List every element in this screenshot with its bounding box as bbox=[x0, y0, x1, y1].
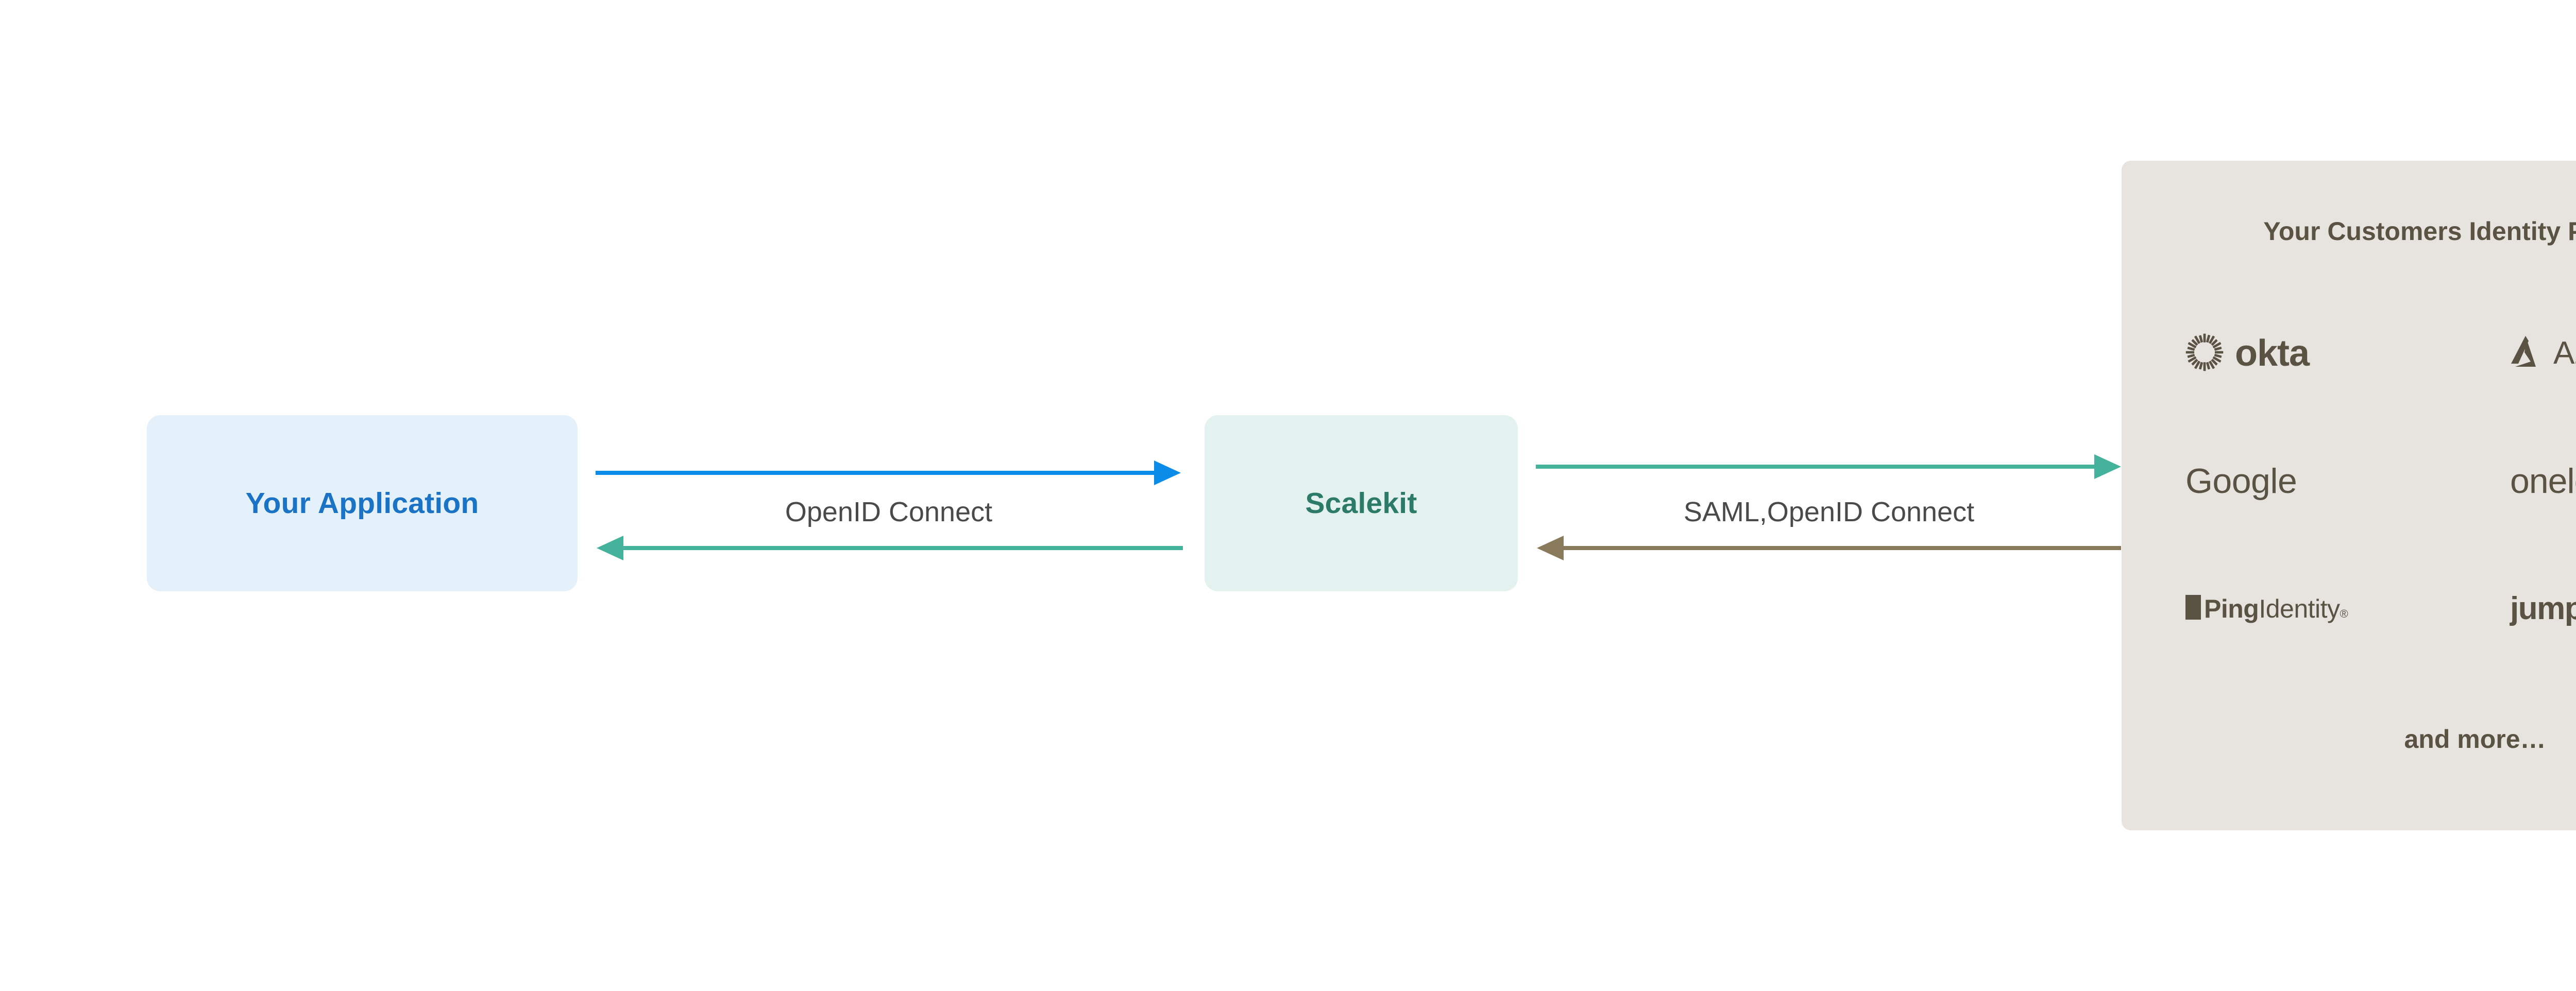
node-scalekit: Scalekit bbox=[1205, 415, 1518, 591]
provider-okta: okta bbox=[2150, 333, 2475, 374]
provider-jumpcloud-wordmark: jumpcloud™ bbox=[2510, 593, 2576, 625]
provider-azure-wordmark: Azure bbox=[2553, 335, 2576, 371]
flow-application-scalekit-label: OpenID Connect bbox=[785, 497, 993, 527]
azure-triangle-icon bbox=[2510, 335, 2542, 372]
provider-pingidentity-wordmark-bold: Ping bbox=[2204, 594, 2259, 623]
provider-onelogin-wordmark: onelogin bbox=[2510, 462, 2576, 501]
provider-jumpcloud-wordmark-text: jumpcloud bbox=[2510, 591, 2576, 626]
provider-google: Google bbox=[2150, 464, 2475, 499]
provider-pingidentity-wordmark-light: Identity bbox=[2259, 594, 2340, 623]
identity-providers-footer: and more… bbox=[2404, 725, 2546, 754]
flow-scalekit-identity-providers bbox=[1533, 447, 2125, 572]
identity-providers-panel: Your Customers Identity Providers bbox=[2122, 161, 2576, 830]
arrow-openid-connect-inbound bbox=[597, 536, 1183, 560]
provider-azure: Azure bbox=[2475, 335, 2576, 372]
flow-scalekit-identity-providers-label: SAML,OpenID Connect bbox=[1683, 497, 1975, 527]
provider-pingidentity-registered-mark: ® bbox=[2340, 607, 2348, 620]
okta-sunburst-icon bbox=[2185, 333, 2224, 374]
arrow-openid-connect-outbound bbox=[596, 460, 1181, 485]
ping-square-icon bbox=[2185, 594, 2202, 623]
provider-onelogin: onelogin bbox=[2475, 464, 2576, 499]
node-your-application: Your Application bbox=[147, 415, 578, 591]
identity-providers-grid: okta Azure Google onelogin bbox=[2150, 289, 2576, 673]
node-scalekit-label: Scalekit bbox=[1305, 487, 1417, 520]
identity-providers-title: Your Customers Identity Providers bbox=[2263, 217, 2576, 246]
provider-okta-wordmark: okta bbox=[2235, 333, 2310, 374]
provider-google-wordmark: Google bbox=[2185, 462, 2297, 501]
node-your-application-label: Your Application bbox=[245, 487, 479, 520]
arrow-saml-openid-outbound bbox=[1536, 454, 2121, 479]
flow-application-scalekit bbox=[592, 453, 1185, 572]
provider-jumpcloud: jumpcloud™ bbox=[2475, 593, 2576, 625]
arrow-saml-openid-inbound bbox=[1537, 536, 2121, 560]
